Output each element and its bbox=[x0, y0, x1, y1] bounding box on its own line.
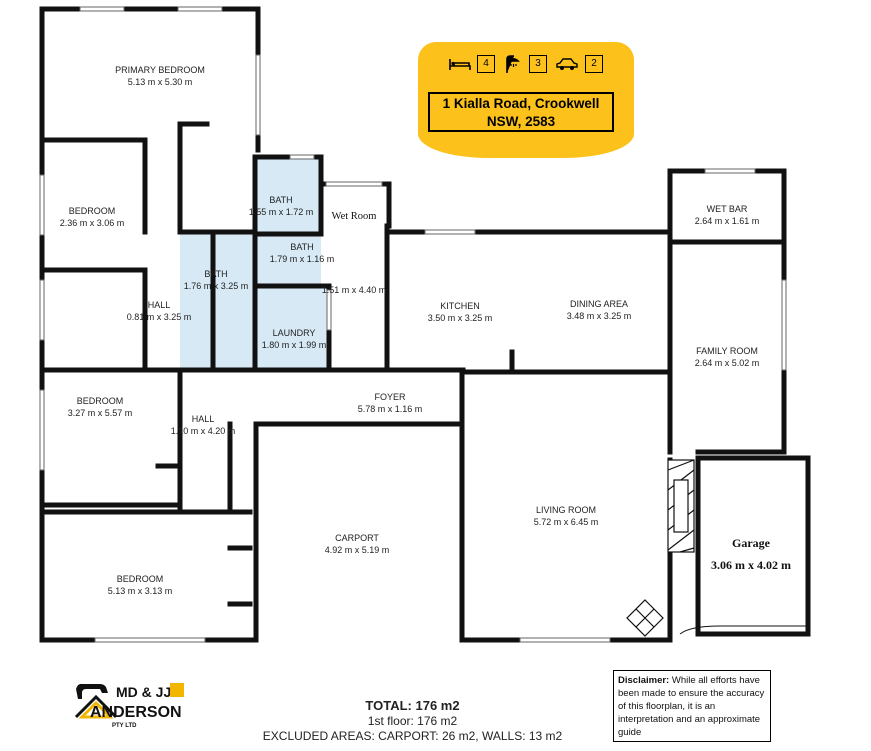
size-bath-1: 1.55 m x 1.72 m bbox=[249, 207, 314, 217]
window-primary-top-2 bbox=[177, 6, 223, 12]
bedroom-count-group: 4 bbox=[449, 55, 495, 73]
car-count: 2 bbox=[585, 55, 603, 73]
label-living-room: LIVING ROOM bbox=[536, 505, 596, 515]
bathroom-count-group: 3 bbox=[503, 54, 547, 74]
excluded-areas: EXCLUDED AREAS: CARPORT: 26 m2, WALLS: 1… bbox=[262, 729, 563, 743]
size-kitchen: 3.50 m x 3.25 m bbox=[428, 313, 493, 323]
bathroom-count: 3 bbox=[529, 55, 547, 73]
window-laundry bbox=[326, 289, 332, 331]
wall-bedroom4-closet bbox=[227, 545, 253, 607]
label-bedroom-2: BEDROOM bbox=[69, 206, 116, 216]
label-bath-2: BATH bbox=[290, 242, 313, 252]
shower-icon bbox=[506, 55, 520, 73]
size-laundry: 1.80 m x 1.99 m bbox=[262, 340, 327, 350]
window-bedroom2 bbox=[39, 174, 45, 236]
size-bath-3: 1.76 m x 3.25 m bbox=[184, 281, 249, 291]
wall-garage bbox=[695, 455, 811, 637]
wall-bedroom2 bbox=[39, 137, 183, 373]
stairs-icon bbox=[626, 599, 664, 637]
room-labels: PRIMARY BEDROOM 5.13 m x 5.30 m BEDROOM … bbox=[60, 65, 760, 596]
logo-line1: MD & JJ bbox=[116, 684, 171, 700]
label-hall-2: HALL bbox=[192, 414, 215, 424]
size-dining: 3.48 m x 3.25 m bbox=[567, 311, 632, 321]
label-bedroom-3: BEDROOM bbox=[77, 396, 124, 406]
car-icon bbox=[556, 58, 578, 70]
address-line-2: NSW, 2583 bbox=[486, 114, 556, 129]
window-bedroom4 bbox=[94, 637, 206, 643]
garage-label-group: Garage 3.06 m x 4.02 m bbox=[696, 458, 806, 634]
total-area: TOTAL: 176 m2 bbox=[365, 698, 460, 713]
window-bedroom3b bbox=[39, 389, 45, 471]
address-line-1: 1 Kialla Road, Crookwell bbox=[442, 96, 600, 111]
fireplace-icon bbox=[667, 459, 695, 553]
window-kitchen bbox=[424, 229, 476, 235]
size-living-room: 5.72 m x 6.45 m bbox=[534, 517, 599, 527]
wall-hall-1 bbox=[177, 121, 258, 235]
wet-area-fills bbox=[180, 157, 329, 370]
size-bedroom-3: 3.27 m x 5.57 m bbox=[68, 408, 133, 418]
disclaimer-label: Disclaimer: bbox=[618, 675, 670, 686]
label-wet-room: Wet Room bbox=[331, 211, 377, 222]
bed-icon bbox=[449, 59, 471, 70]
window-bath1 bbox=[289, 154, 315, 160]
label-garage: Garage bbox=[732, 536, 770, 550]
wall-hall-2 bbox=[177, 367, 253, 515]
address-box: 1 Kialla Road, Crookwell NSW, 2583 bbox=[428, 92, 614, 132]
label-wet-bar: WET BAR bbox=[707, 204, 748, 214]
window-living bbox=[519, 637, 611, 643]
bath-1-fill bbox=[255, 157, 321, 234]
bath-2-fill bbox=[255, 234, 321, 284]
label-hall-1: HALL bbox=[148, 300, 171, 310]
size-wet-bar: 2.64 m x 1.61 m bbox=[695, 216, 760, 226]
wall-foyer-carport bbox=[253, 369, 465, 427]
bath-3-fill bbox=[180, 234, 255, 370]
size-bath-2: 1.79 m x 1.16 m bbox=[270, 254, 335, 264]
feature-row: 4 3 2 bbox=[426, 54, 626, 74]
label-kitchen: KITCHEN bbox=[440, 301, 480, 311]
window-wetbar bbox=[704, 168, 756, 174]
car-count-group: 2 bbox=[555, 55, 603, 73]
first-floor-area: 1st floor: 176 m2 bbox=[367, 714, 458, 728]
size-primary-bedroom: 5.13 m x 5.30 m bbox=[128, 77, 193, 87]
garage-door bbox=[679, 625, 808, 635]
listing-banner: 4 3 2 1 Kialla Road, Crookwell NSW, 2583 bbox=[418, 42, 634, 158]
size-garage: 3.06 m x 4.02 m bbox=[711, 558, 791, 572]
label-bath-3: BATH bbox=[204, 269, 227, 279]
size-bedroom-4: 5.13 m x 3.13 m bbox=[108, 586, 173, 596]
windows bbox=[39, 6, 787, 643]
disclaimer-box: Disclaimer: While all efforts have been … bbox=[613, 670, 771, 742]
label-laundry: LAUNDRY bbox=[273, 328, 316, 338]
laundry-fill bbox=[255, 286, 329, 370]
label-carport: CARPORT bbox=[335, 533, 379, 543]
window-family bbox=[781, 279, 787, 371]
label-bedroom-4: BEDROOM bbox=[117, 574, 164, 584]
label-bath-1: BATH bbox=[269, 195, 292, 205]
wall-bedroom3 bbox=[39, 367, 231, 515]
logo-line2: ANDERSON bbox=[90, 704, 182, 721]
size-bedroom-2: 2.36 m x 3.06 m bbox=[60, 218, 125, 228]
company-logo: MD & JJ ANDERSON PTY LTD bbox=[74, 683, 184, 729]
label-foyer: FOYER bbox=[374, 392, 406, 402]
wall-baths bbox=[210, 154, 332, 373]
label-dining: DINING AREA bbox=[570, 299, 628, 309]
window-primary-top-1 bbox=[79, 6, 125, 12]
walls bbox=[39, 6, 811, 643]
size-family-room: 2.64 m x 5.02 m bbox=[695, 358, 760, 368]
window-bedroom3 bbox=[39, 279, 45, 341]
size-foyer: 5.78 m x 1.16 m bbox=[358, 404, 423, 414]
label-primary-bedroom: PRIMARY BEDROOM bbox=[115, 65, 205, 75]
logo-line3: PTY LTD bbox=[112, 723, 137, 729]
area-totals: TOTAL: 176 m2 1st floor: 176 m2 EXCLUDED… bbox=[240, 698, 585, 744]
size-wet-room: 1.51 m x 4.40 m bbox=[322, 285, 387, 295]
disclaimer-text: While all efforts have been made to ensu… bbox=[618, 675, 765, 738]
size-hall-2: 1.10 m x 4.20 m bbox=[171, 426, 236, 436]
label-family-room: FAMILY ROOM bbox=[696, 346, 758, 356]
bedroom-count: 4 bbox=[477, 55, 495, 73]
size-carport: 4.92 m x 5.19 m bbox=[325, 545, 390, 555]
size-hall-1: 0.81 m x 3.25 m bbox=[127, 312, 192, 322]
window-primary-east bbox=[255, 54, 261, 136]
window-wetroom bbox=[325, 181, 383, 187]
